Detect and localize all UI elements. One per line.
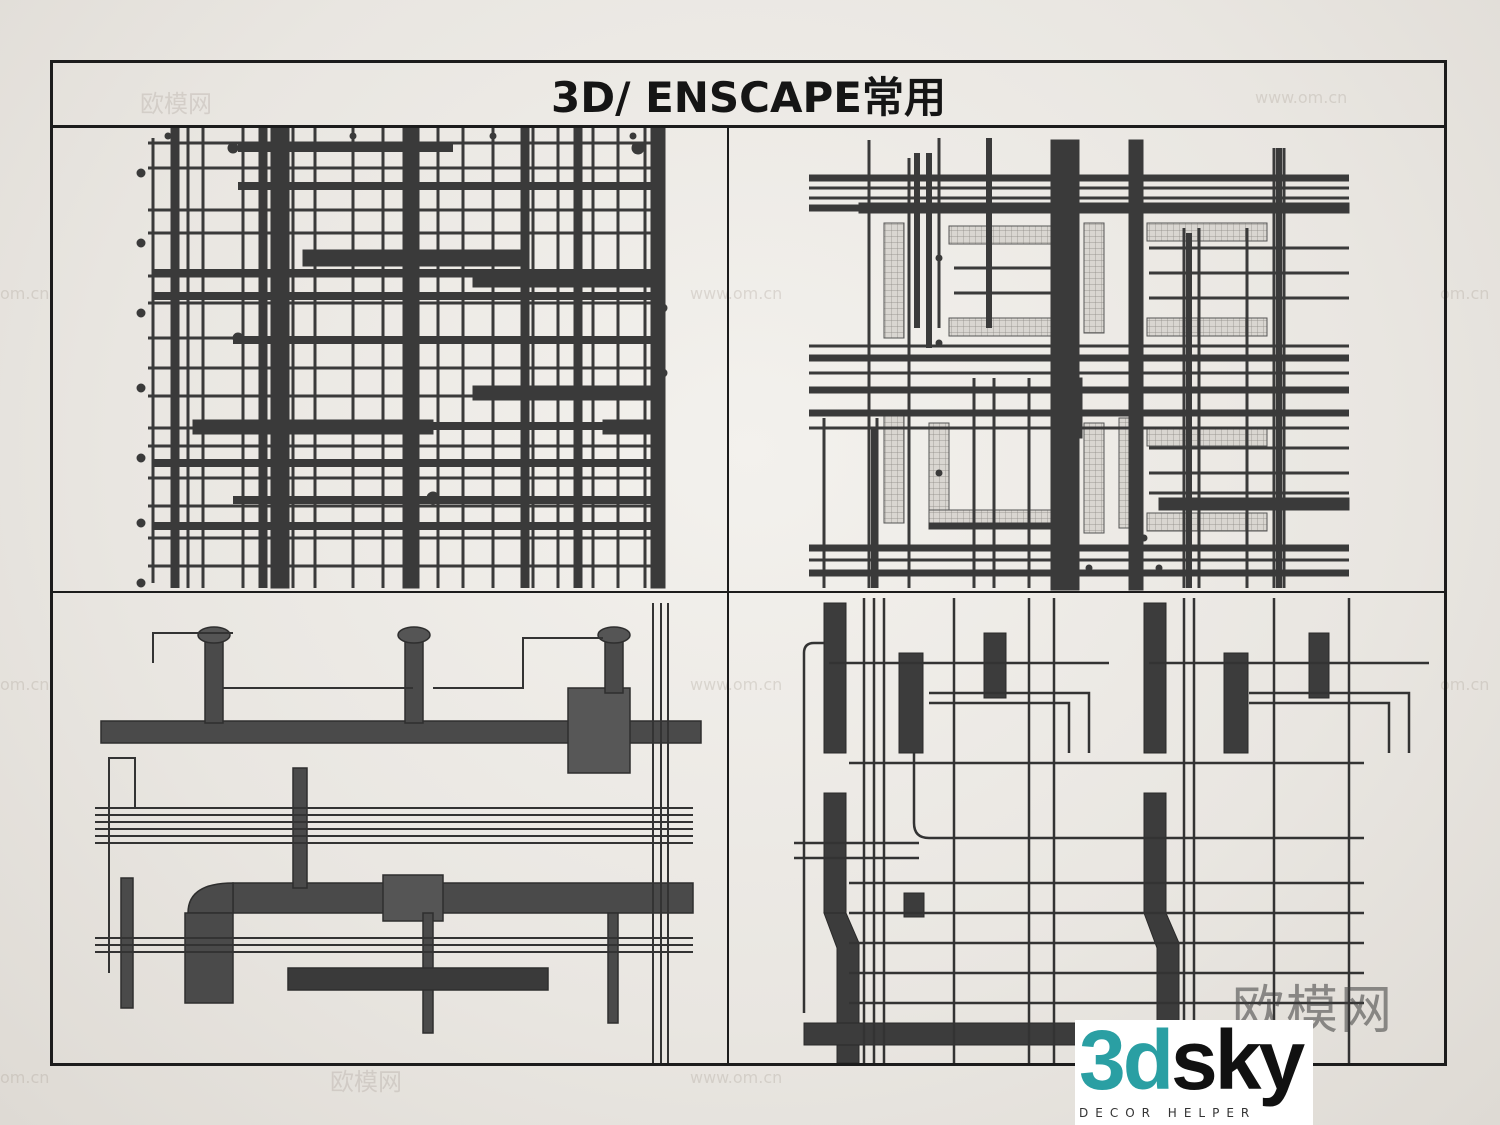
cable-tray-illustration <box>809 138 1350 591</box>
panel-bottom-right <box>729 593 1444 1063</box>
page-title: 3D/ ENSCAPE常用 <box>551 72 946 122</box>
watermark-cn: 欧模网 <box>330 1068 402 1096</box>
watermark-url: om.cn <box>1440 675 1490 694</box>
logo-tagline: DECOR HELPER <box>1079 1106 1257 1120</box>
pipe-grid-illustration <box>136 128 668 589</box>
horizontal-divider <box>53 591 1444 593</box>
panel-bottom-left <box>53 593 727 1063</box>
title-bar: 3D/ ENSCAPE常用 <box>53 63 1444 128</box>
logo-sky-text: sky <box>1171 1013 1305 1107</box>
panel-top-left <box>53 128 727 591</box>
logo-3d-text: 3d <box>1079 1013 1174 1107</box>
brand-logo: 3dsky DECOR HELPER <box>1075 1013 1313 1125</box>
presentation-frame: 3D/ ENSCAPE常用 <box>50 60 1447 1066</box>
vertical-duct-illustration <box>794 598 1429 1063</box>
vertical-divider <box>727 128 729 1063</box>
watermark-url: www.om.cn <box>690 1068 783 1087</box>
watermark-url: om.cn <box>1440 284 1490 303</box>
watermark-url: om.cn <box>0 1068 50 1087</box>
duct-illustration <box>95 603 702 1063</box>
watermark-url: om.cn <box>0 675 50 694</box>
panel-top-right <box>729 128 1444 591</box>
watermark-url: om.cn <box>0 284 50 303</box>
logo-wordmark: 3dsky <box>1079 1012 1305 1109</box>
